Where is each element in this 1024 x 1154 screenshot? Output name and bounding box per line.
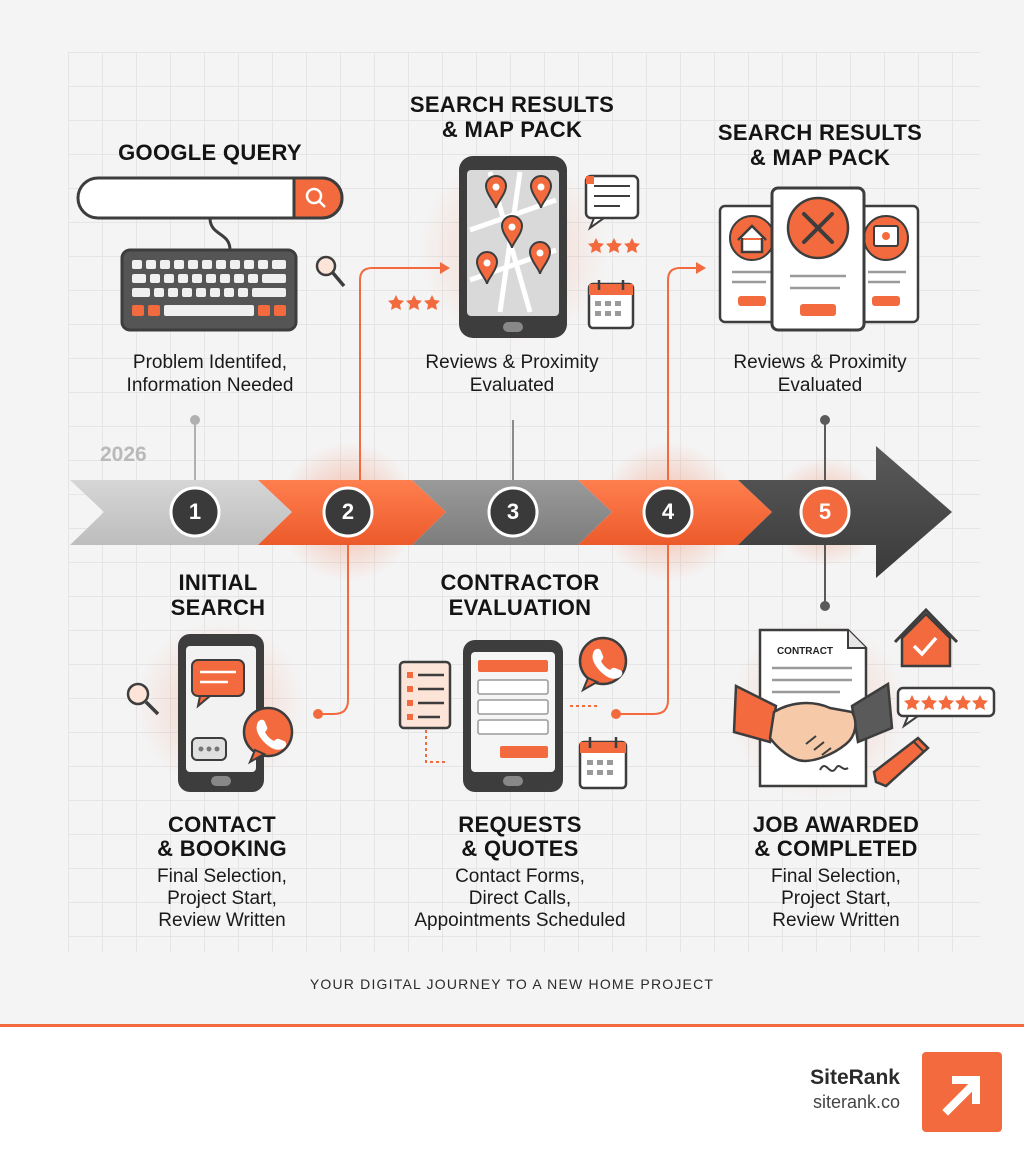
step-5-subtitle-line1: JOB AWARDED: [752, 812, 920, 837]
step-5-desc-line2: Evaluated: [777, 375, 863, 396]
footer-caption: YOUR DIGITAL JOURNEY TO A NEW HOME PROJE…: [309, 976, 715, 992]
chat-icon: [584, 174, 640, 231]
stars-icon: [388, 295, 440, 310]
step-1-number: 1: [188, 499, 202, 524]
step-1-title: GOOGLE QUERY: [118, 140, 302, 165]
connectors: [190, 262, 830, 719]
step-4-title-line1: CONTRACTOR: [440, 570, 600, 595]
contractor-cards-icon: [718, 186, 920, 332]
step-4-subtitle-line2: & QUOTES: [461, 836, 579, 861]
step-2-desc-line3: Review Written: [158, 910, 286, 931]
step-4-number: 4: [661, 499, 675, 524]
step-3-circle: [487, 486, 539, 538]
contract-label: CONTRACT: [776, 646, 834, 657]
step-3-number: 3: [506, 499, 520, 524]
brand-name: SiteRank: [810, 1066, 900, 1089]
step-2-subtitle-line2: & BOOKING: [157, 836, 287, 861]
step-2-number: 2: [341, 499, 355, 524]
magnifier-icon: [126, 682, 160, 716]
step-3-title-line1: SEARCH RESULTS: [409, 92, 615, 117]
step-5-circle: [799, 486, 851, 538]
step-2-subtitle-line1: CONTACT: [167, 812, 276, 837]
stars-icon: [896, 686, 996, 729]
step-3-title-line2: & MAP PACK: [441, 117, 583, 142]
phone-form-icon: [463, 640, 563, 792]
step-4-title-line2: EVALUATION: [448, 595, 592, 620]
step-4-desc-line2: Direct Calls,: [468, 888, 572, 909]
search-bar-icon: [76, 176, 344, 220]
step-5-desc2-line2: Project Start,: [781, 888, 891, 909]
step-5-desc2-line1: Final Selection,: [771, 866, 901, 887]
step-2-title-line2: SEARCH: [170, 595, 266, 620]
step-2-desc-line2: Project Start,: [167, 888, 277, 909]
step-5-desc-line1: Reviews & Proximity: [733, 352, 907, 373]
step-2-desc-line1: Final Selection,: [157, 866, 287, 887]
step-5-number: 5: [818, 499, 832, 524]
magnifier-icon: [315, 255, 346, 288]
step-5-subtitle-line2: & COMPLETED: [754, 836, 918, 861]
calendar-icon: [578, 737, 628, 790]
phone-chat-icon: [178, 634, 294, 792]
step-1-circle: [169, 486, 221, 538]
journey-graphics: [70, 155, 996, 800]
year-label: 2026: [100, 443, 147, 466]
step-4-desc-line3: Appointments Scheduled: [414, 910, 626, 931]
phone-map-icon: [459, 156, 567, 338]
checklist-icon: [398, 660, 452, 730]
contract-handshake-icon: [732, 628, 894, 788]
step-5-title-line1: SEARCH RESULTS: [717, 120, 923, 145]
brand-url[interactable]: siterank.co: [812, 1092, 900, 1112]
step-2-title-line1: INITIAL: [178, 570, 258, 595]
step-5-desc2-line3: Review Written: [772, 910, 900, 931]
step-4-circle: [642, 486, 694, 538]
house-check-icon: [893, 607, 959, 668]
pen-icon: [872, 736, 930, 788]
step-4-desc-line1: Contact Forms,: [455, 866, 585, 887]
step-1-desc-line1: Problem Identifed,: [132, 352, 288, 373]
step-markers: [169, 486, 851, 538]
step-3-desc-line2: Evaluated: [469, 375, 555, 396]
footer-divider: [0, 1024, 1024, 1027]
step-4-subtitle-line1: REQUESTS: [458, 812, 582, 837]
siterank-logo-icon: [922, 1052, 1002, 1132]
step-1-desc-line2: Information Needed: [126, 375, 294, 396]
keyboard-icon: [120, 248, 298, 332]
calendar-icon: [587, 280, 635, 330]
step-3-desc-line1: Reviews & Proximity: [425, 352, 599, 373]
stars-icon: [588, 238, 640, 253]
step-5-title-line2: & MAP PACK: [749, 145, 891, 170]
step-2-circle: [322, 486, 374, 538]
phone-chat-icon: [578, 636, 628, 693]
